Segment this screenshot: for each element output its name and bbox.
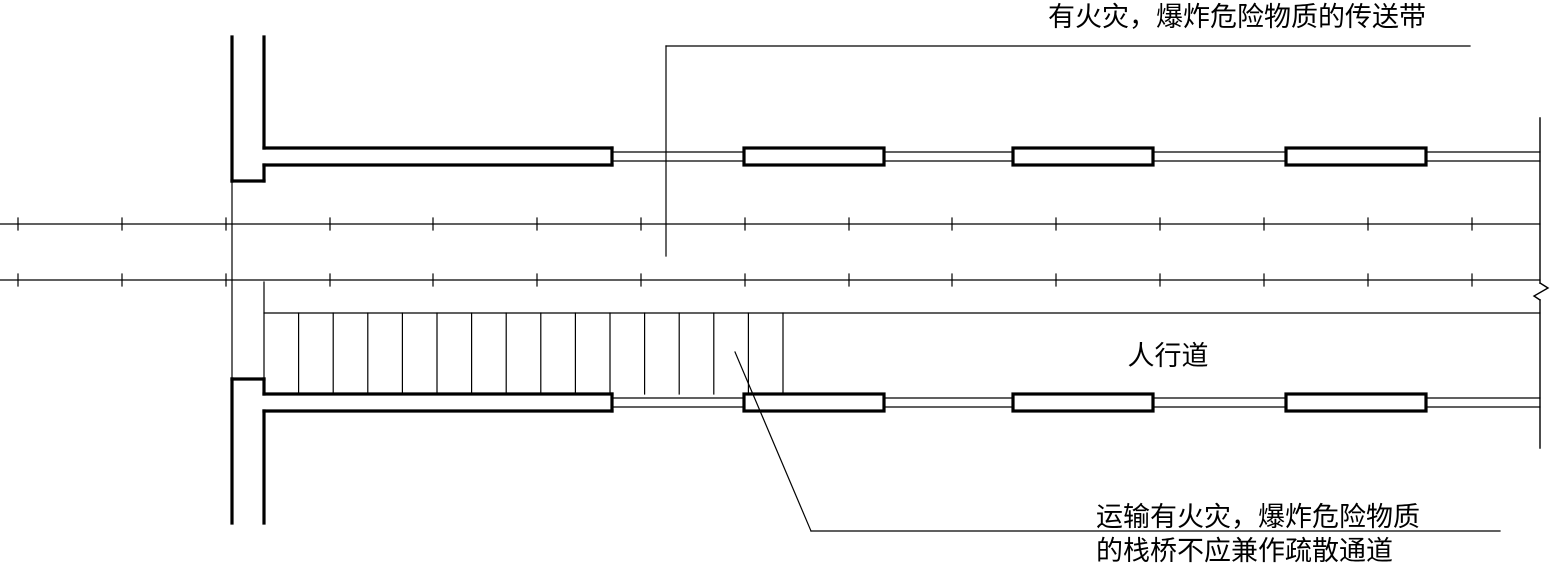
note-label-line2: 的栈桥不应兼作疏散通道 <box>1096 536 1393 566</box>
conveyor-label: 有火灾，爆炸危险物质的传送带 <box>1048 2 1426 33</box>
building-wall <box>230 35 266 525</box>
conveyor-leader-line <box>665 45 1471 257</box>
linework <box>0 35 1550 532</box>
upper-wall-segments <box>742 146 1428 167</box>
conveyor-rail-ticks <box>17 217 1473 287</box>
lower-wall-segments <box>742 392 1428 413</box>
upper-wall-solid <box>262 146 614 167</box>
conveyor-rails <box>0 223 1541 281</box>
right-break-line <box>1532 117 1550 449</box>
note-leader-line <box>734 351 1501 532</box>
note-label-line1: 运输有火灾，爆炸危险物质 <box>1096 502 1420 533</box>
walkway-label: 人行道 <box>1128 341 1209 372</box>
stair-treads <box>298 312 784 395</box>
lower-wall-solid <box>262 392 614 413</box>
